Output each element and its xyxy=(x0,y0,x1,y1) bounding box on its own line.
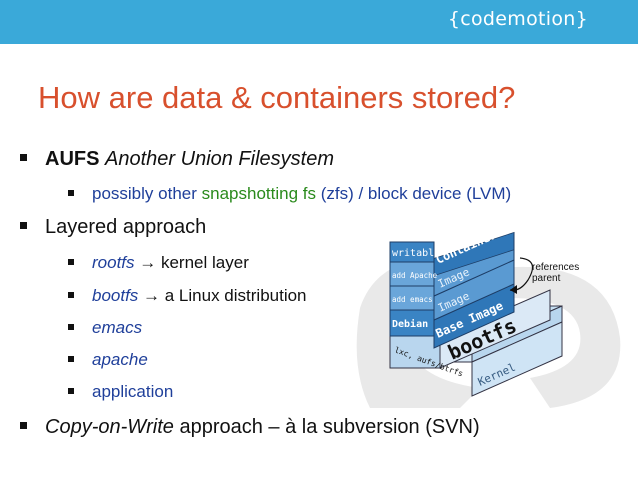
layered-text: Layered approach xyxy=(45,216,207,238)
aufs-name: AUFS xyxy=(45,148,100,170)
watermark-shape xyxy=(356,256,480,408)
slide-title: How are data & containers stored? xyxy=(38,80,516,115)
subbullet-text: (zfs) / block device (LVM) xyxy=(315,184,512,203)
emacs-text: emacs xyxy=(92,318,143,337)
subbullet-emacs: emacs xyxy=(68,318,142,338)
bullet-marker xyxy=(20,222,27,230)
bullet-aufs: AUFS Another Union Filesystem xyxy=(20,148,334,171)
bullet-layered: Layered approach xyxy=(20,216,206,239)
rootfs-text: rootfs xyxy=(92,253,135,272)
arrow-head-icon xyxy=(510,285,517,294)
bootfs-rest: → a Linux distribution xyxy=(138,286,307,305)
subbullet-application: application xyxy=(68,382,173,402)
bullet-copy-on-write: Copy-on-Write approach – à la subversion… xyxy=(20,416,480,439)
subbullet-rootfs: rootfs → kernel layer xyxy=(68,253,249,273)
bullet-marker xyxy=(20,154,27,162)
bootfs-text: bootfs xyxy=(92,286,139,305)
rootfs-rest: → kernel layer xyxy=(134,253,249,272)
watermark-shape xyxy=(500,266,621,408)
snapshotting-fs-text: snapshotting fs xyxy=(201,184,316,203)
header-bar: {codemotion} xyxy=(0,0,638,44)
writable-layer xyxy=(389,241,435,263)
subbullet-bootfs: bootfs → a Linux distribution xyxy=(68,286,307,306)
writable-label: writable xyxy=(392,248,440,259)
bullet-marker xyxy=(68,387,74,394)
subbullet-snapshotting: possibly other snapshotting fs (zfs) / b… xyxy=(68,184,511,204)
references-label: references xyxy=(532,262,579,273)
apache-text: apache xyxy=(92,350,148,369)
bullet-marker xyxy=(68,355,74,362)
bullet-marker xyxy=(68,258,74,265)
layer-diagram: writable Container add Apache Image add … xyxy=(356,228,621,408)
container-layer xyxy=(433,231,515,277)
parent-label: parent xyxy=(532,273,561,284)
bullet-marker xyxy=(68,189,74,196)
kernel-layer xyxy=(471,321,563,397)
bullet-marker xyxy=(20,422,27,430)
subbullet-text: possibly other xyxy=(92,184,202,203)
application-text: application xyxy=(92,382,174,401)
bullet-marker xyxy=(68,291,74,298)
bullet-marker xyxy=(68,323,74,330)
cow-rest: approach – à la subversion (SVN) xyxy=(173,416,480,438)
debian-label: Debian xyxy=(392,318,428,330)
brand-logo: {codemotion} xyxy=(447,8,588,30)
add-emacs-label: add emacs xyxy=(392,295,433,304)
aufs-description: Another Union Filesystem xyxy=(105,148,334,170)
add-apache-label: add Apache xyxy=(392,271,438,280)
subbullet-apache: apache xyxy=(68,350,148,370)
cow-text: Copy-on-Write xyxy=(45,416,174,438)
